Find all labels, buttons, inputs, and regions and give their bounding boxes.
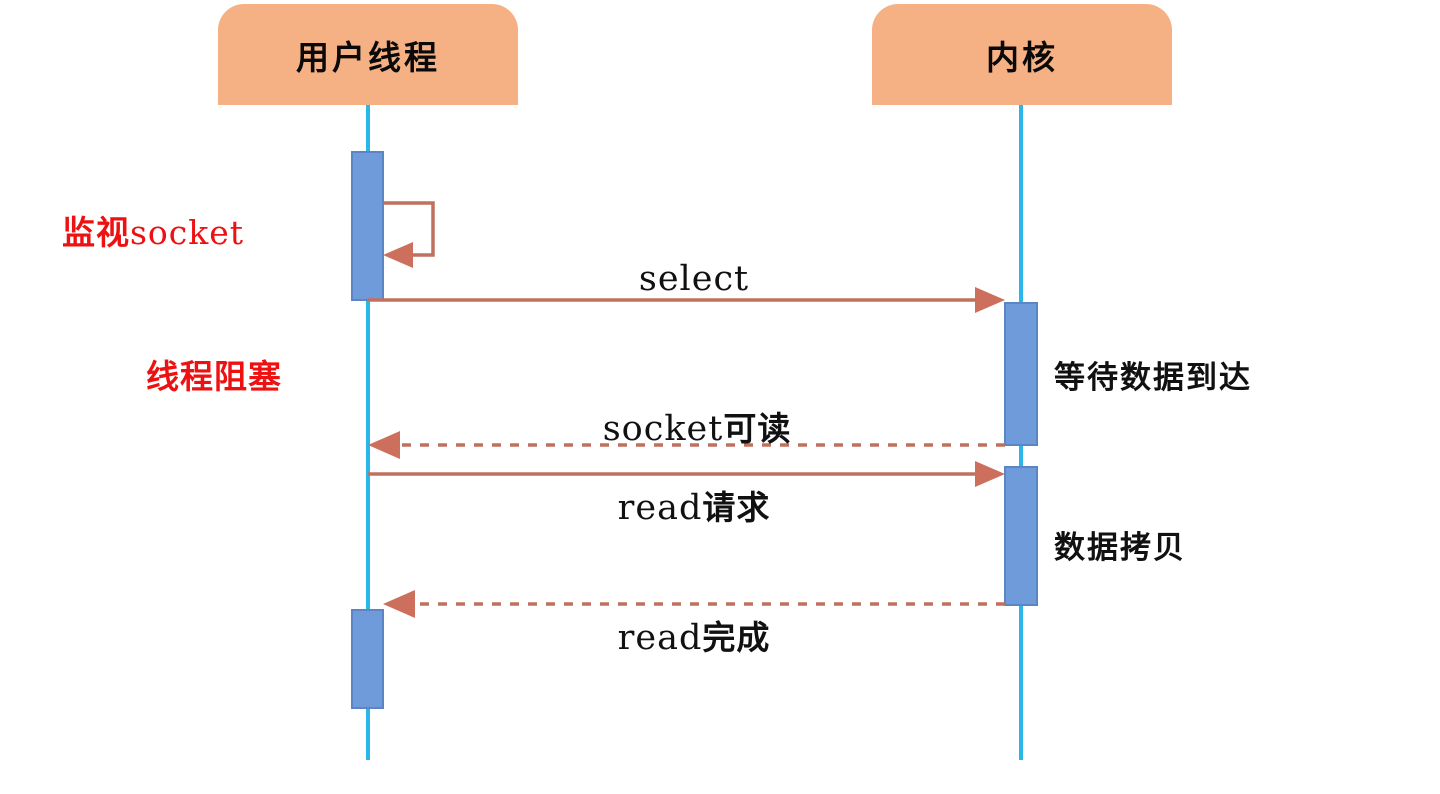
annotation-monitor-socket-cjk: 监视 — [62, 213, 130, 252]
participant-label-kernel: 内核 — [986, 37, 1058, 77]
message-self-loop-monitor[interactable] — [383, 201, 435, 257]
message-label-read-complete-cjk: 完成 — [702, 618, 771, 657]
message-arrowhead-read-request — [975, 461, 1005, 487]
message-label-read-complete-latin: read — [617, 618, 703, 658]
activation-user-1[interactable] — [351, 151, 384, 301]
annotation-monitor-socket-latin: socket — [130, 213, 245, 252]
annotation-monitor-socket: 监视socket — [62, 206, 244, 254]
activation-user-2[interactable] — [351, 609, 384, 709]
message-label-socket-readable-latin: socket — [602, 409, 724, 449]
message-label-socket-readable-cjk: 可读 — [723, 409, 792, 448]
message-arrowhead-select — [975, 287, 1005, 313]
annotation-thread-blocked-cjk: 线程阻塞 — [146, 357, 282, 396]
message-label-read-request-cjk: 请求 — [702, 488, 771, 527]
note-data-copy: 数据拷贝 — [1054, 530, 1186, 566]
activation-kernel-wait[interactable] — [1004, 302, 1038, 446]
participant-label-user: 用户线程 — [296, 37, 440, 77]
message-label-select: select — [639, 259, 749, 299]
note-waiting-for-data: 等待数据到达 — [1054, 360, 1252, 396]
message-label-select-text: select — [638, 259, 750, 299]
message-arrowhead-socket-readable — [368, 431, 400, 459]
activation-kernel-copy[interactable] — [1004, 466, 1038, 606]
message-self-loop-arrowhead — [383, 242, 413, 268]
message-label-read-complete: read完成 — [618, 611, 771, 659]
participant-header-kernel[interactable]: 内核 — [872, 4, 1172, 105]
message-arrowhead-read-complete — [383, 590, 415, 618]
annotation-thread-blocked: 线程阻塞 — [146, 350, 282, 398]
message-label-socket-readable: socket可读 — [603, 402, 792, 450]
participant-header-user[interactable]: 用户线程 — [218, 4, 518, 105]
message-label-read-request: read请求 — [618, 481, 771, 529]
message-label-read-request-latin: read — [617, 488, 703, 528]
